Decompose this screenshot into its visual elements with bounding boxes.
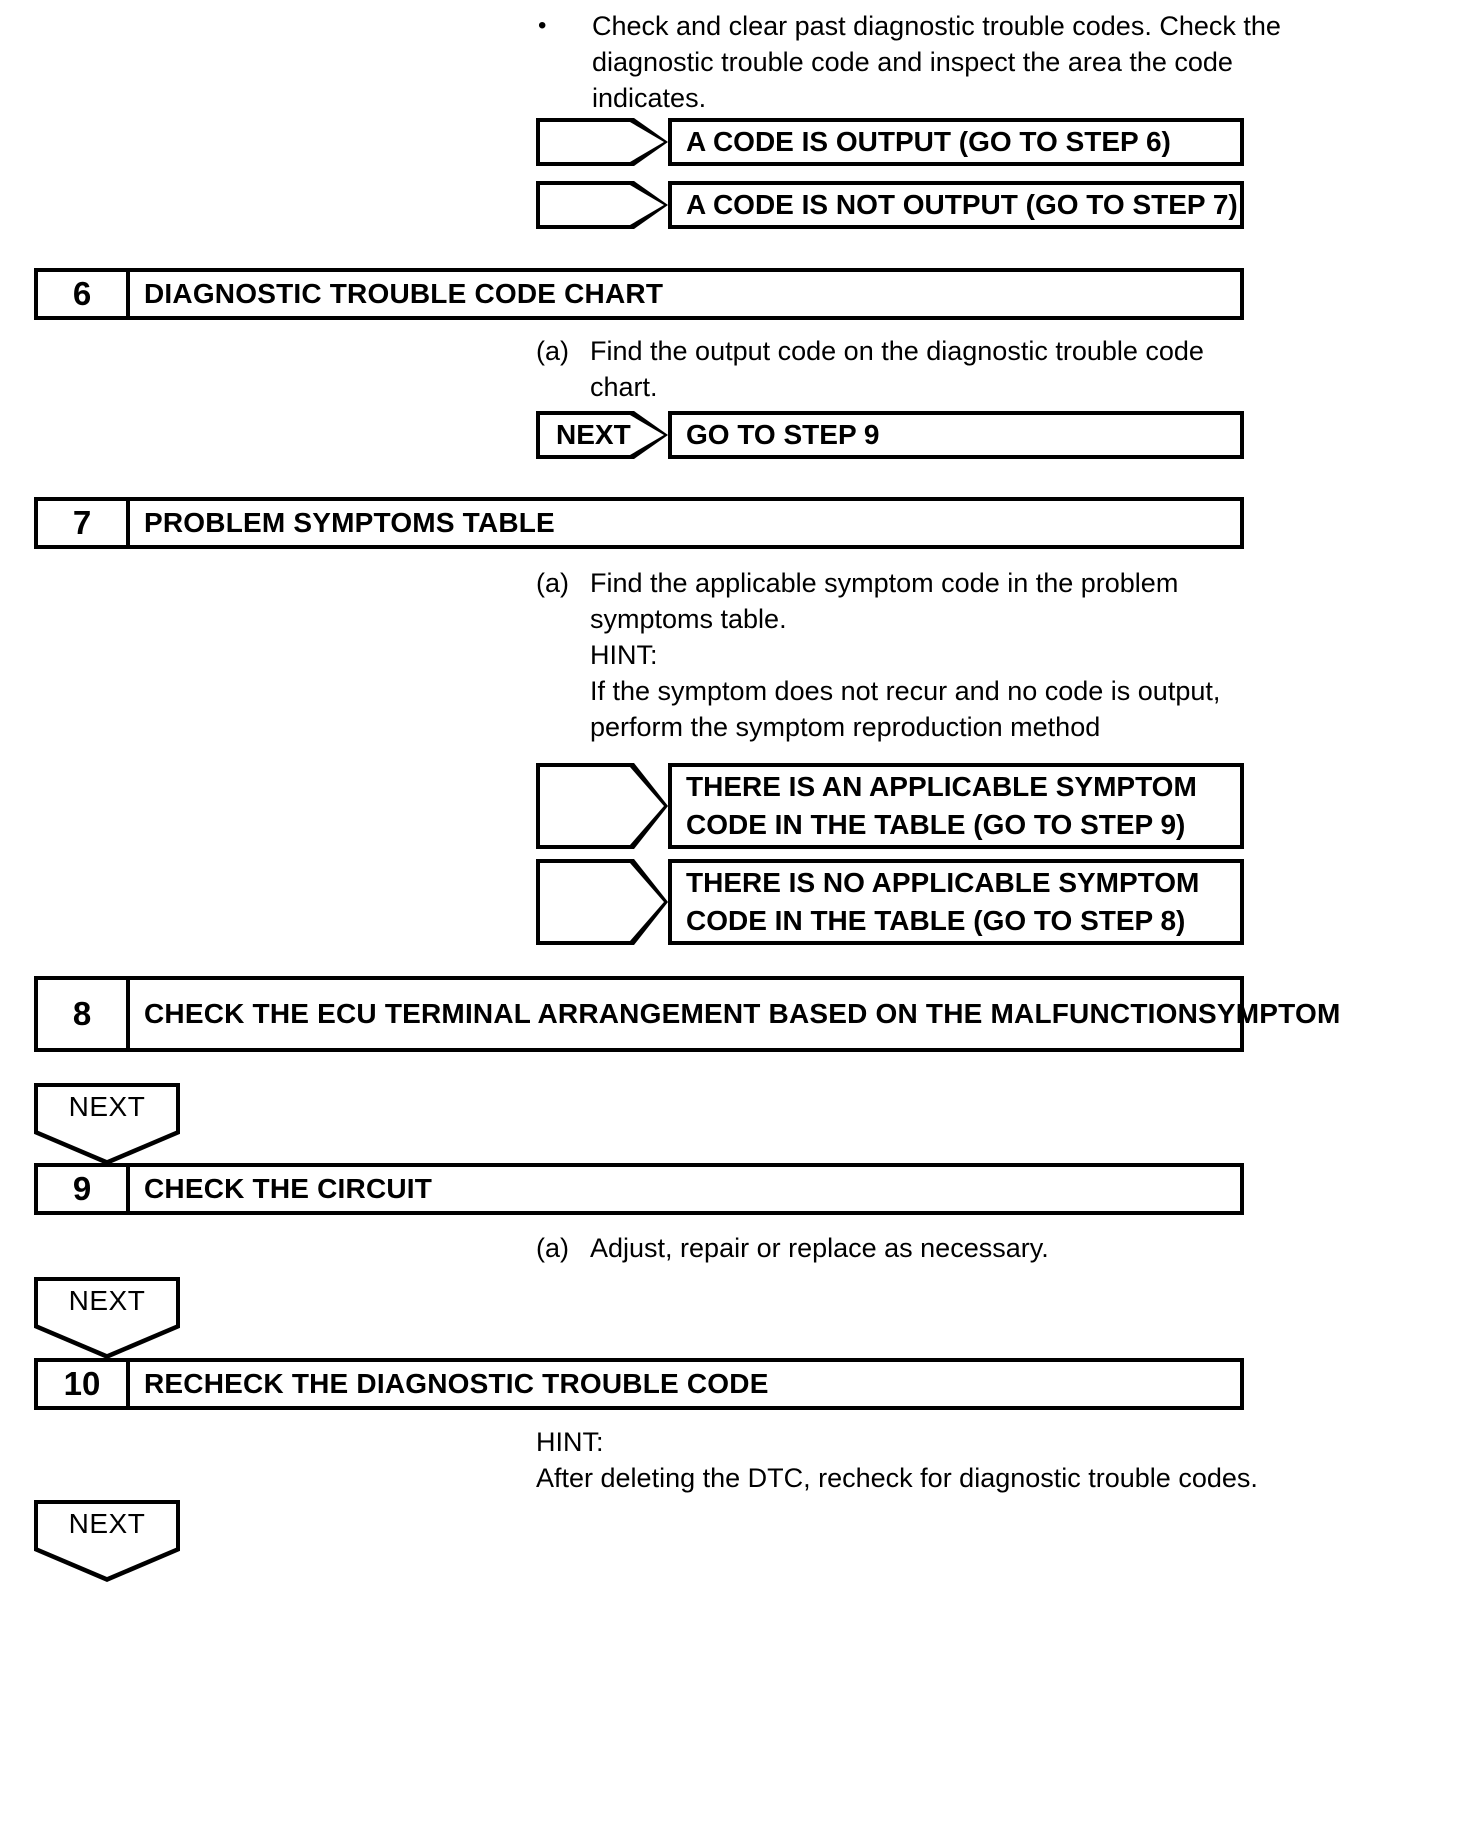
- arrow-chevron-icon: [536, 859, 668, 945]
- result-box-code-not-output[interactable]: A CODE IS NOT OUTPUT (GO TO STEP 7): [668, 181, 1244, 229]
- step-title-10: RECHECK THE DIAGNOSTIC TROUBLE CODE: [144, 1368, 769, 1399]
- next-arrow-label: NEXT: [556, 419, 631, 450]
- result-row-code-not-output[interactable]: A CODE IS NOT OUTPUT (GO TO STEP 7): [536, 181, 1244, 229]
- result-row-symptom-found[interactable]: THERE IS AN APPLICABLE SYMPTOM CODE IN T…: [536, 763, 1244, 849]
- step-title-8: CHECK THE ECU TERMINAL ARRANGEMENT BASED…: [144, 998, 1341, 1029]
- step-number-10: 10: [38, 1362, 130, 1406]
- result-row-step6-next[interactable]: NEXT GO TO STEP 9: [536, 411, 1244, 459]
- list-marker-a: (a): [536, 336, 569, 366]
- list-marker-a: (a): [536, 568, 569, 598]
- step10-hint-text: HINT: After deleting the DTC, recheck fo…: [536, 1427, 1258, 1493]
- step-row-6[interactable]: 6 DIAGNOSTIC TROUBLE CODE CHART: [34, 268, 1244, 320]
- arrow-chevron-icon: [536, 181, 668, 229]
- next-label: NEXT: [68, 1285, 146, 1316]
- next-label: NEXT: [68, 1091, 146, 1122]
- next-connector-after-step-10: NEXT: [34, 1500, 180, 1582]
- result-row-code-output[interactable]: A CODE IS OUTPUT (GO TO STEP 6): [536, 118, 1244, 166]
- step-number-6: 6: [38, 272, 130, 316]
- step-row-8[interactable]: 8 CHECK THE ECU TERMINAL ARRANGEMENT BAS…: [34, 976, 1340, 1052]
- result-box-symptom-not-found[interactable]: THERE IS NO APPLICABLE SYMPTOM CODE IN T…: [668, 859, 1244, 945]
- next-connector-after-step-9: NEXT: [34, 1277, 180, 1359]
- result-box-code-output[interactable]: A CODE IS OUTPUT (GO TO STEP 6): [668, 118, 1244, 166]
- step-number-7: 7: [38, 501, 130, 545]
- step-title-9: CHECK THE CIRCUIT: [144, 1173, 433, 1204]
- step-number-9: 9: [38, 1167, 130, 1211]
- next-arrow-icon: NEXT: [536, 411, 668, 459]
- step9-instruction-paragraph: (a) Adjust, repair or replace as necessa…: [536, 1230, 1236, 1266]
- step-title-6: DIAGNOSTIC TROUBLE CODE CHART: [144, 278, 664, 309]
- arrow-chevron-icon: [536, 763, 668, 849]
- result-row-symptom-not-found[interactable]: THERE IS NO APPLICABLE SYMPTOM CODE IN T…: [536, 859, 1244, 945]
- step-row-7[interactable]: 7 PROBLEM SYMPTOMS TABLE: [34, 497, 1244, 549]
- step6-instruction-paragraph: (a) Find the output code on the diagnost…: [536, 333, 1236, 405]
- step7-instruction-text: Find the applicable symptom code in the …: [590, 568, 1221, 742]
- step-row-9[interactable]: 9 CHECK THE CIRCUIT: [34, 1163, 1244, 1215]
- step-number-8: 8: [38, 980, 130, 1048]
- step-row-10[interactable]: 10 RECHECK THE DIAGNOSTIC TROUBLE CODE: [34, 1358, 1244, 1410]
- arrow-chevron-icon: [536, 118, 668, 166]
- result-box-symptom-found[interactable]: THERE IS AN APPLICABLE SYMPTOM CODE IN T…: [668, 763, 1244, 849]
- step6-instruction-text: Find the output code on the diagnostic t…: [590, 336, 1204, 402]
- intro-bullet-text: Check and clear past diagnostic trouble …: [592, 11, 1281, 113]
- intro-bullet-paragraph: • Check and clear past diagnostic troubl…: [538, 8, 1281, 116]
- result-box-go-to-step-9[interactable]: GO TO STEP 9: [668, 411, 1244, 459]
- step9-instruction-text: Adjust, repair or replace as necessary.: [590, 1233, 1049, 1263]
- step10-hint-paragraph: HINT: After deleting the DTC, recheck fo…: [536, 1424, 1258, 1496]
- next-label: NEXT: [68, 1508, 146, 1539]
- step-title-7: PROBLEM SYMPTOMS TABLE: [144, 507, 555, 538]
- list-marker-a: (a): [536, 1233, 569, 1263]
- step7-instruction-paragraph: (a) Find the applicable symptom code in …: [536, 565, 1246, 745]
- next-connector-after-step-8: NEXT: [34, 1083, 180, 1165]
- bullet-icon: •: [538, 12, 547, 39]
